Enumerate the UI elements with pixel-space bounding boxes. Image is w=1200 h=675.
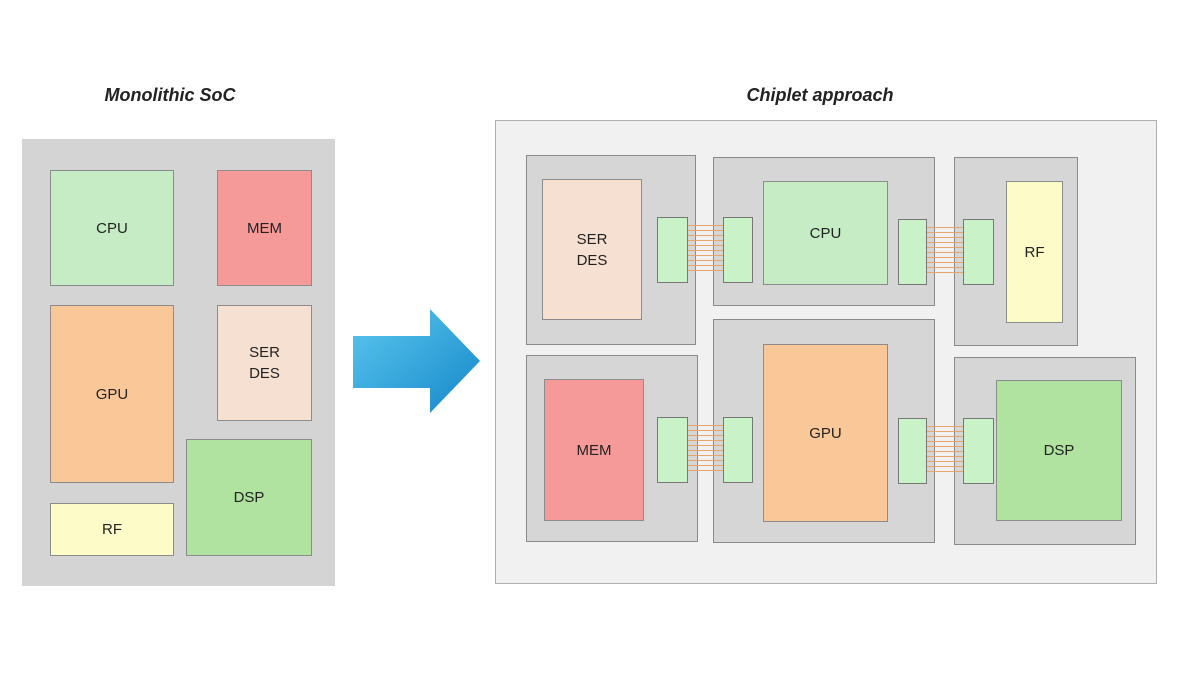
- serdes-cpu-interconnect: [688, 225, 723, 275]
- mono-serdes-label: SER DES: [249, 344, 280, 382]
- cpu-phy-left: [723, 217, 753, 283]
- right-arrow-icon: [353, 309, 480, 413]
- chiplet-mem-label: MEM: [576, 441, 612, 459]
- chiplet-title: Chiplet approach: [746, 85, 894, 105]
- chiplet-cpu-label: CPU: [809, 224, 842, 242]
- gpu-phy-left: [723, 417, 753, 483]
- serdes-phy-top: [657, 217, 688, 283]
- mono-rf-block: RF: [50, 503, 174, 556]
- monolithic-title: Monolithic SoC: [104, 85, 236, 105]
- mono-mem-label: MEM: [247, 219, 282, 237]
- mono-gpu-block: GPU: [50, 305, 174, 483]
- chiplet-dsp-block: DSP: [996, 380, 1122, 521]
- mono-rf-label: RF: [102, 521, 122, 538]
- chiplet-mem-block: MEM: [544, 379, 644, 521]
- chiplet-approach-panel: SER DES CPU RF MEM GPU DSP: [495, 120, 1157, 584]
- chiplet-rf-block: RF: [1006, 181, 1063, 323]
- mono-dsp-block: DSP: [186, 439, 312, 556]
- chiplet-dsp-label: DSP: [1043, 442, 1075, 459]
- mem-gpu-interconnect: [688, 425, 723, 475]
- chiplet-gpu-label: GPU: [809, 424, 842, 442]
- chiplet-cpu-block: CPU: [763, 181, 888, 285]
- rf-phy-left: [963, 219, 994, 285]
- chiplet-rf-label: RF: [1024, 243, 1045, 261]
- cpu-rf-interconnect: [927, 227, 963, 277]
- chiplet-serdes-label: SER DES: [576, 230, 608, 269]
- mono-gpu-label: GPU: [95, 385, 129, 403]
- cpu-phy-right: [898, 219, 927, 285]
- gpu-phy-right: [898, 418, 927, 484]
- gpu-dsp-interconnect: [927, 426, 963, 476]
- mem-phy-right: [657, 417, 688, 483]
- mono-cpu-block: CPU: [50, 170, 174, 286]
- mono-mem-block: MEM: [217, 170, 312, 286]
- mono-cpu-label: CPU: [96, 219, 128, 237]
- chiplet-gpu-block: GPU: [763, 344, 888, 522]
- monolithic-soc-panel: CPU MEM GPU SER DES DSP RF: [22, 139, 335, 586]
- mono-serdes-block: SER DES: [217, 305, 312, 421]
- mono-dsp-label: DSP: [233, 489, 265, 506]
- dsp-phy-left: [963, 418, 994, 484]
- chiplet-serdes-block: SER DES: [542, 179, 642, 320]
